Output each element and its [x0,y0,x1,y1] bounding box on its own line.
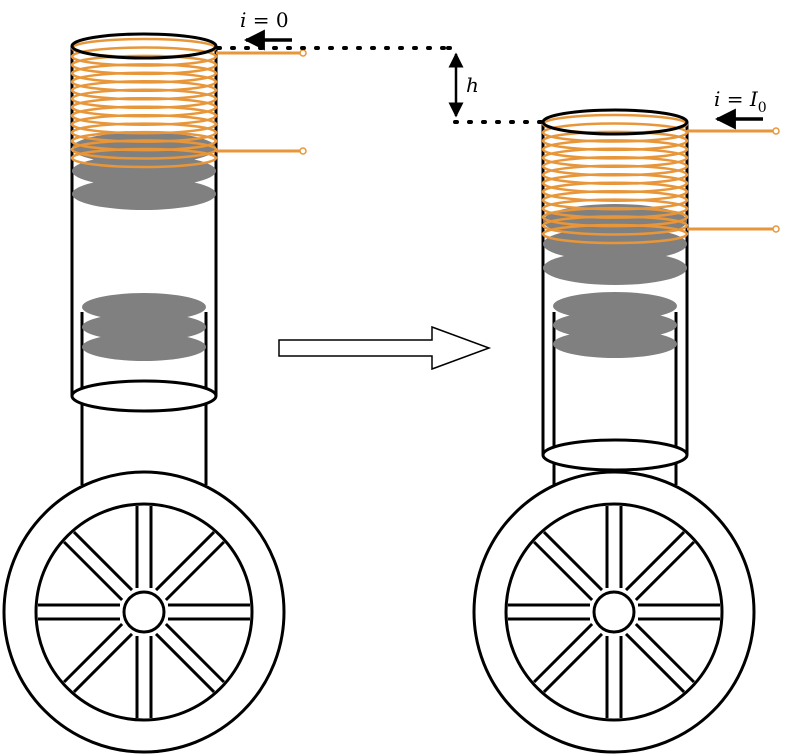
left-top-cap [70,32,218,60]
right-coil [541,113,689,245]
wheel-spoke [164,622,225,684]
left-current-label: i = 0 [240,8,289,32]
right-bottom-collar [541,438,689,472]
left-lead-bottom-terminal [299,147,307,155]
wheel-spoke [542,531,604,592]
left-bottom-collar [70,379,218,413]
right-lead-top-terminal [772,127,780,135]
right-lower-magnet-stack [553,292,677,358]
wheel-spoke [634,622,695,684]
wheel-spoke [63,622,124,684]
height-indicator: h [216,46,547,124]
right-assembly: i = I0 [472,87,780,754]
left-assembly: i = 0 [2,8,307,754]
right-outer-cylinder [541,122,689,455]
right-lead-bottom-terminal [772,225,780,233]
wheel-spoke [63,540,124,602]
right-coil-leads [687,127,780,233]
wheel-spoke [533,622,594,684]
left-wheel-spokes [38,506,250,718]
wheel-spoke [624,632,686,693]
wheel-spoke [624,531,686,592]
wheel-spoke [154,531,216,592]
right-current-label: i = I0 [714,87,767,116]
left-inner-strut-lower [80,411,208,485]
right-top-cap [541,108,689,136]
height-dotted-guide [216,46,547,124]
left-wheel-tire [2,470,286,754]
right-wheel-hub [592,590,636,634]
right-inner-strut-lower [552,470,678,485]
coil-turn [541,215,689,236]
right-wheel [472,470,756,754]
left-wheel-rim [34,502,254,722]
height-label: h [466,73,479,97]
left-outer-cylinder [70,46,218,396]
right-wheel-rim [504,502,724,722]
coil-turn [70,147,218,169]
left-wheel [2,470,286,754]
left-lower-magnet-stack [82,293,206,361]
wheel-spoke [542,632,604,693]
left-lead-top-terminal [299,49,307,57]
left-coil-leads [216,49,307,155]
right-wheel-tire [472,470,756,754]
wheel-spoke [72,531,134,592]
wheel-spoke [634,540,695,602]
wheel-spoke [72,632,134,693]
wheel-spoke [154,632,216,693]
right-wheel-spokes [508,506,720,718]
wheel-spoke [533,540,594,602]
transition-arrow-icon [278,325,492,371]
left-wheel-hub [122,590,166,634]
wheel-spoke [164,540,225,602]
coil-turn [541,223,689,245]
